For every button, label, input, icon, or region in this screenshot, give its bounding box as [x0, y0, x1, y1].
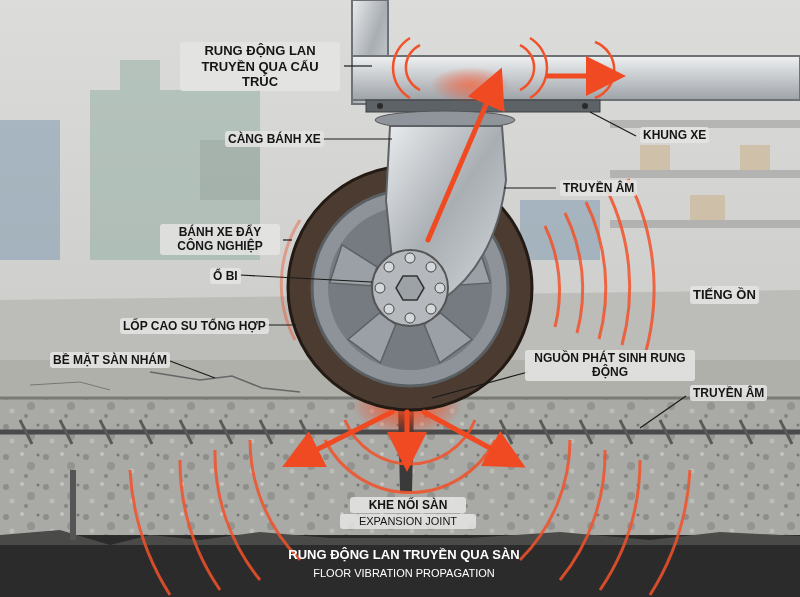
part-label: RUNG ĐỘNG LAN TRUYỀN QUA CẤU TRÚC [180, 42, 340, 91]
section-heading: RUNG ĐỘNG LAN TRUYỀN QUA SÀN [4, 546, 800, 564]
part-label: BỀ MẶT SÀN NHÁM [50, 352, 170, 368]
part-label: KHE NỐI SÀN [350, 497, 466, 513]
effect-label: TRUYỀN ÂM [690, 385, 767, 401]
part-label: Ổ BI [210, 268, 241, 284]
section-heading-en: FLOOR VIBRATION PROPAGATION [4, 566, 800, 581]
effect-label: NGUỒN PHÁT SINH RUNG ĐỘNG [525, 350, 695, 381]
part-label: CÀNG BÁNH XE [225, 131, 324, 147]
effect-label: TIẾNG ỒN [690, 286, 759, 304]
part-label-en: EXPANSION JOINT [340, 514, 476, 529]
part-label: KHUNG XE [640, 127, 709, 143]
effect-label: TRUYỀN ÂM [560, 180, 637, 196]
part-label: BÁNH XE ĐẨY CÔNG NGHIỆP [160, 224, 280, 255]
part-label: LỐP CAO SU TỔNG HỢP [120, 318, 269, 334]
